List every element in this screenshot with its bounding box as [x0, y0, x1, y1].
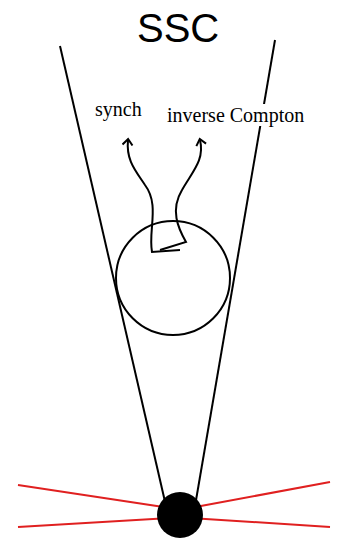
emission-label: synch	[94, 98, 143, 120]
black-hole	[157, 492, 203, 538]
red-disk-line	[18, 485, 170, 508]
emission-blob	[116, 221, 230, 335]
red-disk-line	[190, 482, 330, 508]
red-disk-line	[18, 518, 170, 527]
ic-arrow	[160, 140, 201, 250]
emission-label: inverse Compton	[166, 104, 305, 126]
synch-arrow	[128, 140, 180, 252]
red-disk-line	[190, 518, 330, 527]
diagram-title: SSC	[137, 6, 219, 50]
jet-cone-edge	[60, 46, 166, 506]
